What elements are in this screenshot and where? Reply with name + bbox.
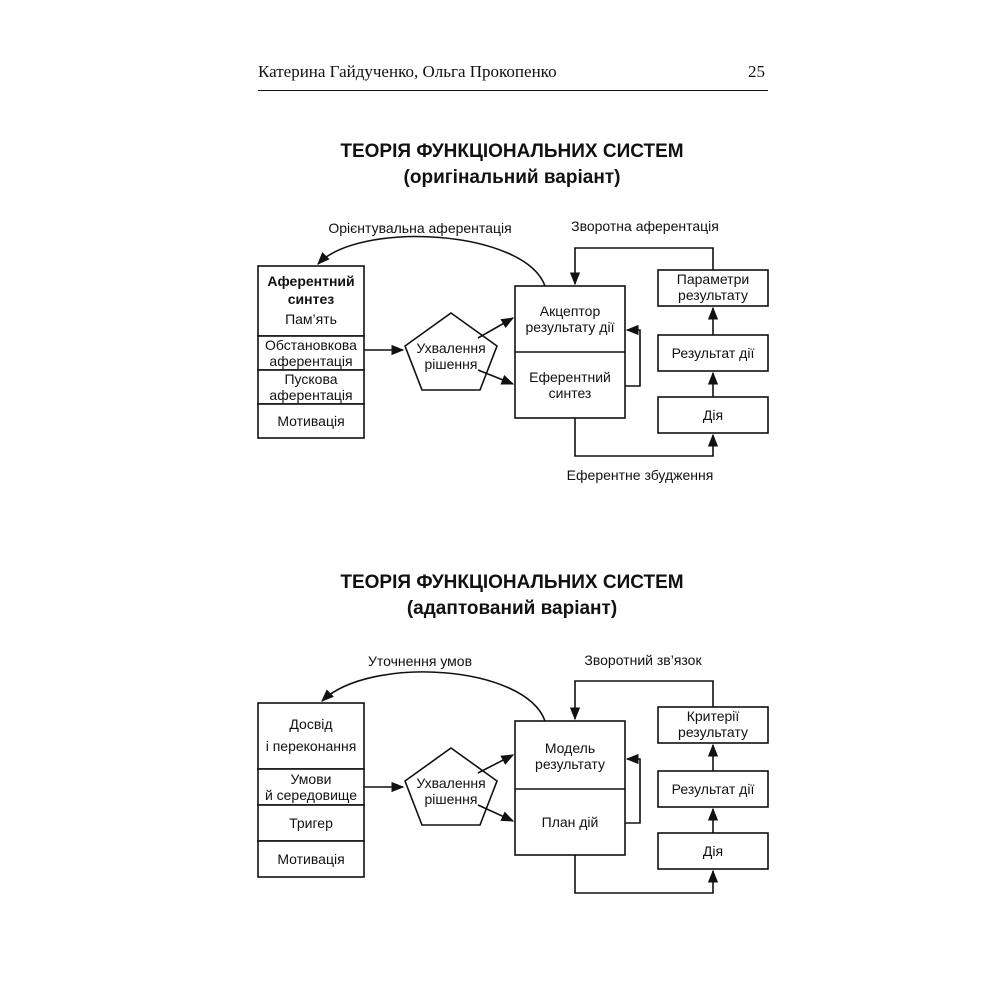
conditions-line1: Умови bbox=[291, 771, 332, 787]
situational-afferentation-line1: Обстановкова bbox=[265, 337, 357, 353]
efferent-excitation-arrow bbox=[574, 418, 719, 457]
afferent-synthesis-box bbox=[257, 265, 365, 337]
result-criteria-line1: Критерії bbox=[687, 708, 740, 724]
efferent-synthesis-line1: Еферентний bbox=[529, 369, 611, 385]
action-label: Дія bbox=[703, 407, 723, 423]
diagram-subtitle: (адаптований варіант) bbox=[407, 598, 617, 619]
arrow-to-model bbox=[477, 754, 515, 774]
memory-label: Пам’ять bbox=[285, 311, 337, 327]
orienting-afferentation-label: Орієнтувальна аферентація bbox=[328, 220, 511, 236]
experience-line2: і переконання bbox=[266, 738, 357, 754]
feedback-afferentation-arrow bbox=[569, 247, 714, 286]
action-result-label: Результат дії bbox=[672, 781, 755, 797]
diagram-subtitle: (оригінальний варіант) bbox=[404, 167, 621, 188]
decision-line1: Ухвалення bbox=[416, 340, 485, 356]
action-box bbox=[657, 832, 769, 870]
action-plan-label: План дій bbox=[542, 814, 599, 830]
internal-loop-arrow bbox=[625, 324, 641, 387]
feedback-afferentation-label: Зворотна аферентація bbox=[571, 218, 719, 234]
decision-pentagon bbox=[404, 312, 498, 391]
orienting-afferentation-arrow bbox=[317, 235, 546, 287]
decision-line2: рішення bbox=[425, 791, 478, 807]
internal-loop-arrow bbox=[625, 753, 641, 824]
arrow-to-efferent bbox=[477, 369, 515, 385]
result-criteria-line2: результату bbox=[678, 724, 748, 740]
diagram-original: ТЕОРІЯ ФУНКЦІОНАЛЬНИХ СИСТЕМ (оригінальн… bbox=[257, 141, 769, 483]
plan-to-action-arrow bbox=[574, 855, 719, 894]
acceptor-line2: результату дії bbox=[526, 319, 615, 335]
header-author: Катерина Гайдученко, Ольга Прокопенко bbox=[258, 62, 557, 81]
afferent-synthesis-title-line2: синтез bbox=[288, 291, 334, 307]
page-number: 25 bbox=[748, 62, 765, 81]
experience-box bbox=[257, 702, 365, 770]
result-parameters-box bbox=[657, 269, 769, 307]
trigger-box bbox=[257, 804, 365, 842]
conditions-box bbox=[257, 768, 365, 806]
decision-line1: Ухвалення bbox=[416, 775, 485, 791]
decision-line2: рішення bbox=[425, 356, 478, 372]
trigger-label: Тригер bbox=[289, 815, 333, 831]
motivation-label: Мотивація bbox=[277, 851, 344, 867]
motivation-label: Мотивація bbox=[277, 413, 344, 429]
diagram-adapted: ТЕОРІЯ ФУНКЦІОНАЛЬНИХ СИСТЕМ (адаптовани… bbox=[257, 572, 769, 894]
header-rule bbox=[258, 90, 768, 91]
model-line1: Модель bbox=[545, 740, 595, 756]
acceptor-line1: Акцептор bbox=[540, 303, 601, 319]
action-result-label: Результат дії bbox=[672, 345, 755, 361]
condition-refinement-label: Уточнення умов bbox=[368, 653, 472, 669]
trigger-afferentation-line2: аферентація bbox=[269, 387, 352, 403]
afferent-synthesis-stack: Аферентний синтез Пам’ять Обстановкова а… bbox=[257, 265, 365, 439]
afferent-synthesis-title-line1: Аферентний bbox=[267, 273, 354, 289]
decision-pentagon bbox=[404, 747, 498, 826]
feedback-arrow bbox=[569, 680, 714, 721]
situational-afferentation-box bbox=[257, 335, 365, 371]
arrow-to-acceptor bbox=[477, 317, 515, 339]
diagram-title: ТЕОРІЯ ФУНКЦІОНАЛЬНИХ СИСТЕМ bbox=[340, 141, 683, 162]
efferent-excitation-label: Еферентне збудження bbox=[567, 467, 714, 483]
feedback-label: Зворотний зв’язок bbox=[584, 652, 702, 668]
motivation-box bbox=[257, 403, 365, 439]
condition-refinement-arrow bbox=[321, 671, 546, 722]
situational-afferentation-line2: аферентація bbox=[269, 353, 352, 369]
arrow-to-plan bbox=[477, 804, 515, 822]
efferent-synthesis-line2: синтез bbox=[549, 385, 592, 401]
result-parameters-line1: Параметри bbox=[677, 271, 749, 287]
diagram-title: ТЕОРІЯ ФУНКЦІОНАЛЬНИХ СИСТЕМ bbox=[340, 572, 683, 593]
trigger-afferentation-line1: Пускова bbox=[284, 371, 337, 387]
result-parameters-line2: результату bbox=[678, 287, 748, 303]
model-plan-box bbox=[514, 720, 626, 856]
model-line2: результату bbox=[535, 756, 605, 772]
action-label: Дія bbox=[703, 843, 723, 859]
experience-line1: Досвід bbox=[289, 716, 332, 732]
left-stack: Досвід і переконання Умови й середовище … bbox=[257, 702, 365, 878]
conditions-line2: й середовище bbox=[265, 787, 357, 803]
motivation-box bbox=[257, 840, 365, 878]
